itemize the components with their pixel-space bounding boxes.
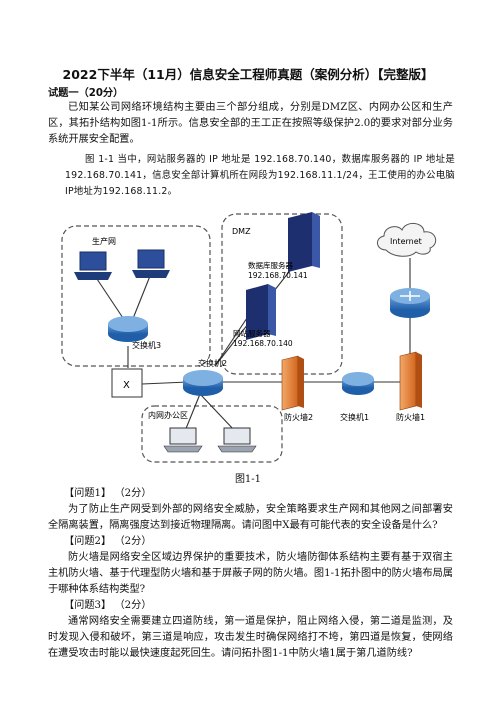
x-device-label: X <box>123 380 130 391</box>
production-pc-2 <box>132 249 170 278</box>
network-topology-diagram: 生产网 交换机3 X DMZ 数据库服务器 192.168.70.141 网站服… <box>61 212 437 463</box>
question-3-text: 通常网络安全需要建立四道防线，第一道是保护，阻止网络入侵，第二道是监测，及时发现… <box>48 616 453 659</box>
question-2-label: 【问题2】 <box>64 536 112 547</box>
internet-cloud-icon <box>377 223 437 257</box>
question-3-heading: 【问题3】 （2分） <box>48 598 453 614</box>
question-2-heading: 【问题2】 （2分） <box>48 534 453 550</box>
office-laptop-2 <box>217 427 257 453</box>
db-server-label: 数据库服务器 <box>248 260 293 270</box>
question-2-points: （2分） <box>114 536 152 547</box>
question-3-label: 【问题3】 <box>64 600 112 611</box>
switch2-icon <box>183 370 223 396</box>
web-server-label: 网站服务器 <box>233 328 271 338</box>
firewall2-icon <box>281 355 304 411</box>
web-server-ip: 192.168.70.140 <box>233 339 293 348</box>
ip-description-paragraph: 图 1-1 当中，网站服务器的 IP 地址是 192.168.70.140，数据… <box>65 154 455 197</box>
section-heading: 试题一（20分） <box>48 88 124 99</box>
internet-label: Internet <box>390 237 422 246</box>
x-device-box <box>111 368 143 398</box>
firewall1-icon <box>399 351 422 411</box>
dmz-label: DMZ <box>232 227 251 236</box>
question-3-points: （2分） <box>114 600 152 611</box>
db-server-icon <box>288 212 320 272</box>
page-title: 2022下半年（11月）信息安全工程师真题（案例分析）【完整版】 <box>62 67 434 82</box>
switch1-icon <box>342 372 374 395</box>
office-net-label: 内网办公区 <box>148 410 188 420</box>
switch2-label: 交换机2 <box>198 358 227 368</box>
production-pc-1 <box>74 251 112 280</box>
dmz-zone <box>221 213 343 375</box>
question-1-heading: 【问题1】 （2分） <box>48 486 453 502</box>
figure-caption: 图1-1 <box>234 474 262 485</box>
switch1-label: 交换机1 <box>340 412 369 422</box>
firewall1-label: 防火墙1 <box>396 412 425 422</box>
question-1-label: 【问题1】 <box>64 488 112 499</box>
question-2-text: 防火墙是网络安全区域边界保护的重要技术，防火墙防御体系结构主要有基于双宿主主机防… <box>48 552 453 595</box>
router-icon <box>390 288 430 318</box>
question-1-text: 为了防止生产网受到外部的网络安全威胁，安全策略要求生产网和其他网之间部署安全隔离… <box>48 504 453 531</box>
web-server-icon <box>246 284 276 340</box>
production-zone <box>61 225 211 367</box>
switch3-label: 交换机3 <box>132 340 161 350</box>
question-1-points: （2分） <box>114 488 152 499</box>
db-server-ip: 192.168.70.141 <box>248 271 308 280</box>
production-net-label: 生产网 <box>92 236 116 246</box>
switch3-icon <box>108 316 148 342</box>
office-laptop-1 <box>163 427 203 453</box>
intro-paragraph: 已知某公司网络环境结构主要由三个部分组成，分别是DMZ区、内网办公区和生产区，其… <box>48 102 453 145</box>
firewall2-label: 防火墙2 <box>284 412 313 422</box>
